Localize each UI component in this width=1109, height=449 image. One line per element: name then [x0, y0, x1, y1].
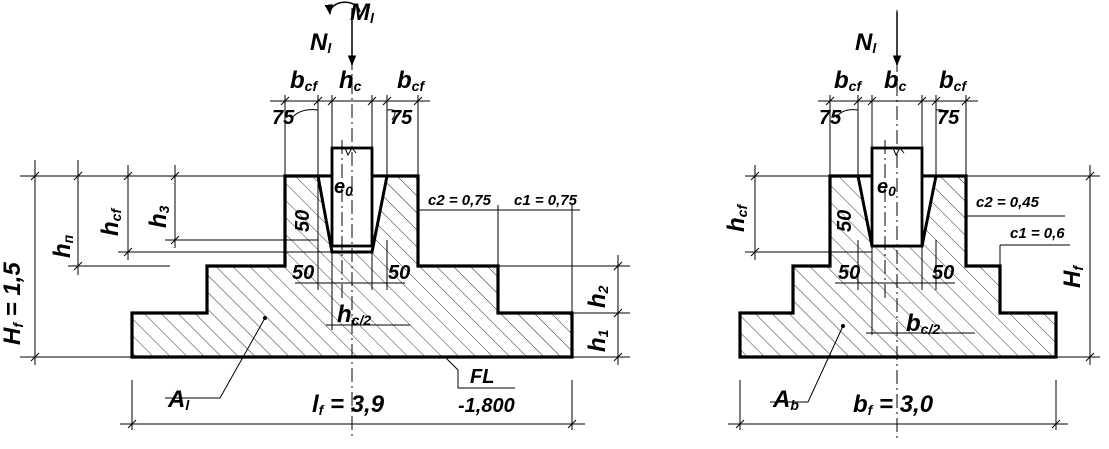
left-dim50-left: 50	[292, 262, 314, 284]
right-bcf-right-label: bcf	[939, 67, 967, 94]
left-foundation	[20, 1, 630, 440]
right-dim50-left: 50	[838, 262, 860, 284]
right-dim50-vert: 50	[834, 210, 856, 232]
left-h1-label: h1	[584, 329, 611, 352]
left-labels: Ml Nl bcf hc bcf 75 75 e0 c2 = 0,75 c1 =…	[0, 0, 611, 418]
left-hc2-label: hc/2	[337, 301, 371, 328]
right-force-label: Nl	[855, 29, 877, 56]
right-bcf-left-label: bcf	[834, 67, 862, 94]
right-bf-label: bf = 3,0	[853, 391, 934, 418]
left-Hf-label: Hf = 1,5	[0, 262, 26, 345]
left-bcf-right-label: bcf	[397, 67, 425, 94]
right-dim75-right: 75	[937, 107, 960, 129]
left-column-break	[344, 147, 357, 157]
left-bcf-left-label: bcf	[290, 67, 318, 94]
right-area-label: Ab	[772, 386, 799, 413]
left-h2-label: h2	[584, 285, 611, 308]
right-Hf-label: Hf	[1059, 265, 1086, 288]
left-hn-label: hп	[49, 234, 76, 258]
left-h3-label: h3	[145, 205, 172, 228]
right-dim75-left: 75	[819, 107, 842, 129]
left-hc-label: hc	[339, 67, 362, 94]
left-fl-label: FL	[470, 366, 494, 388]
left-hcf-label: hcf	[97, 208, 124, 236]
right-labels: Nl bcf bc bcf 75 75 e0 c2 = 0,45 c1 = 0,…	[723, 29, 1086, 418]
right-hcf-label: hcf	[723, 204, 750, 232]
left-c2-label: c2 = 0,75	[428, 192, 492, 209]
right-c1-label: c1 = 0,6	[1010, 225, 1065, 242]
left-c1-label: c1 = 0,75	[514, 192, 578, 209]
left-moment-arrow	[324, 1, 361, 16]
right-e0-label: e0	[877, 176, 896, 199]
left-fl-value: -1,800	[458, 395, 515, 417]
left-e0-label: e0	[334, 176, 353, 199]
left-area-label: Al	[167, 386, 190, 413]
right-c2-label: c2 = 0,45	[976, 194, 1040, 211]
right-bc2-label: bc/2	[906, 310, 940, 337]
left-dim50-vert: 50	[292, 210, 314, 232]
right-bc-label: bc	[884, 67, 907, 94]
left-dim75-left: 75	[272, 107, 295, 129]
right-dim50-right: 50	[932, 262, 954, 284]
left-lf-label: lf = 3,9	[312, 391, 385, 418]
right-foundation	[728, 10, 1100, 440]
left-dim50-right: 50	[388, 262, 410, 284]
left-force-label: Nl	[310, 29, 332, 56]
left-dim75-right: 75	[390, 107, 413, 129]
left-moment-label: Ml	[350, 0, 375, 26]
